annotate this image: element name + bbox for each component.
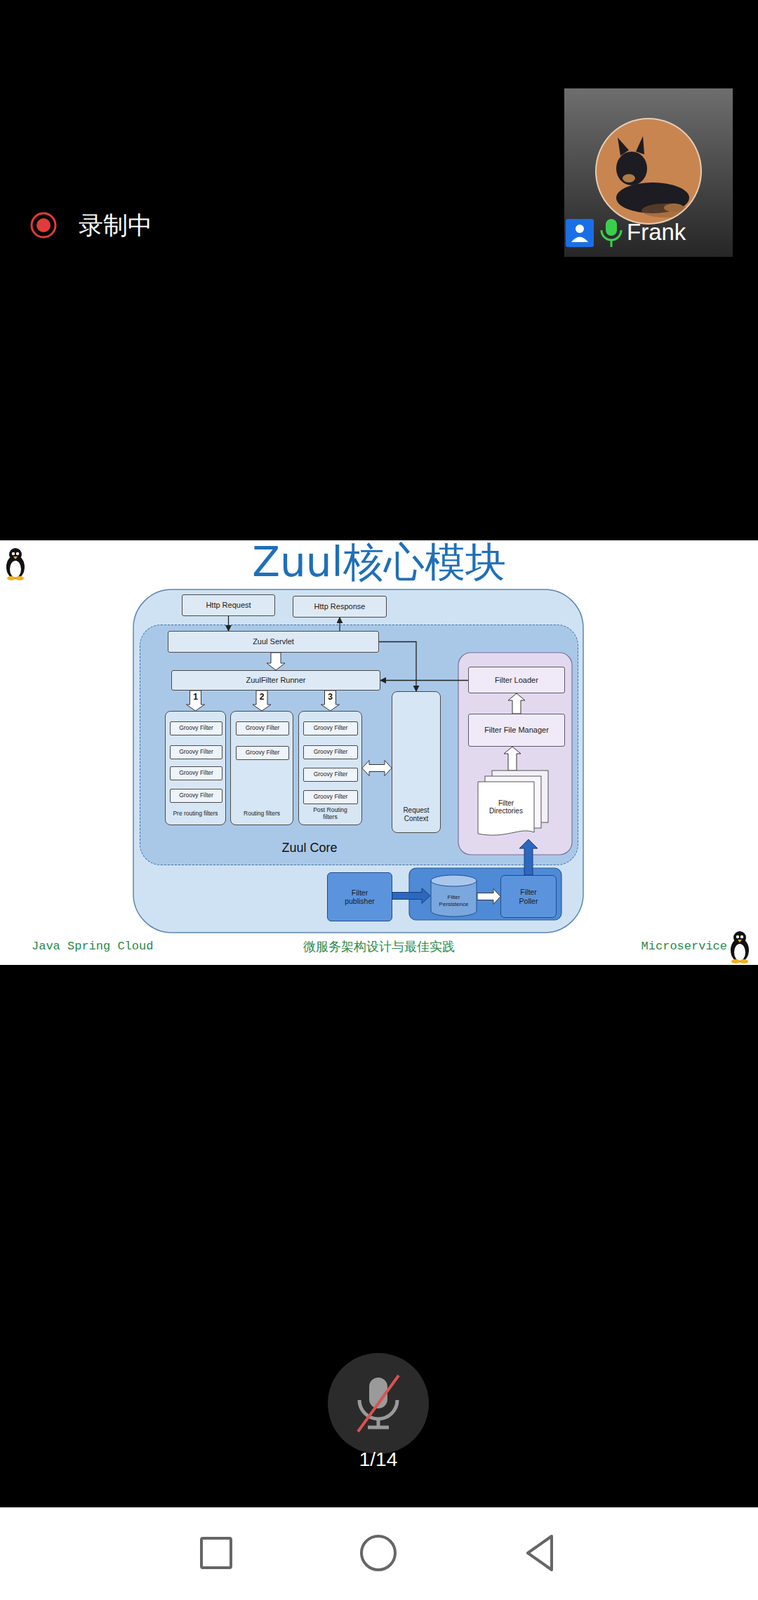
filter-column: Post Routing filtersGroovy FilterGroovy … (298, 710, 363, 826)
node-text: Groovy Filter (178, 769, 214, 777)
node-text: Filter publisher (337, 888, 382, 906)
context-box: Request Context (391, 691, 441, 834)
core-region-fill (139, 624, 579, 866)
response-box: Http Response (292, 595, 387, 618)
back-icon (527, 1536, 552, 1571)
node-text: Filter Directories (482, 799, 530, 816)
filter-column: Routing filtersGroovy FilterGroovy Filte… (230, 710, 294, 826)
participant-tile (564, 88, 733, 257)
node-text: Groovy Filter (178, 725, 214, 733)
slide-background (0, 540, 758, 966)
groovy-filter-box: Groovy Filter (303, 721, 358, 736)
block-arrow (392, 888, 431, 904)
groovy-filter-box: Groovy Filter (235, 721, 290, 736)
servlet-box: Zuul Servlet (167, 630, 379, 653)
poller-box: Filter Poller (500, 875, 557, 919)
request-box: Http Request (181, 594, 276, 617)
manager-box: Filter File Manager (468, 713, 565, 747)
node-text: Groovy Filter (178, 748, 214, 756)
page-counter: 1/14 (359, 1449, 398, 1472)
flow-arrow (228, 616, 229, 631)
loader-box: Filter Loader (468, 666, 565, 694)
groovy-filter-box: Groovy Filter (169, 745, 223, 760)
groovy-filter-box: Groovy Filter (303, 745, 358, 760)
groovy-filter-box: Groovy Filter (169, 766, 223, 781)
block-arrow (252, 690, 271, 711)
groovy-filter-box: Groovy Filter (303, 790, 358, 805)
penguin-icon (730, 931, 749, 964)
node-text: Groovy Filter (313, 793, 349, 801)
node-text: Filter Poller (510, 887, 547, 905)
node-text: Groovy Filter (313, 771, 349, 779)
node-text: Groovy Filter (245, 725, 281, 733)
node-text: Filter File Manager (484, 725, 549, 735)
block-arrow (519, 839, 538, 876)
flow-arrow (380, 680, 469, 681)
footer-text: Java Spring Cloud (31, 940, 154, 954)
block-arrow (508, 693, 525, 714)
block-arrow (362, 760, 392, 777)
node-text: Http Request (205, 600, 251, 610)
outer-frame (133, 589, 584, 933)
node-text: Routing filters (243, 810, 281, 818)
callout-number: 3 (327, 692, 334, 702)
node-text: Zuul Core (281, 840, 337, 856)
participant-name: Frank (626, 219, 686, 245)
block-arrow (477, 889, 501, 905)
block-arrow (266, 652, 285, 671)
callout-number: 2 (258, 692, 266, 702)
slide-title: Zuul核心模块 (251, 540, 506, 586)
filter-column: Pre routing filtersGroovy FilterGroovy F… (164, 710, 226, 826)
filter-management-panel (458, 652, 573, 855)
footer-text: Microservice (641, 940, 728, 954)
mute-button (327, 1353, 429, 1455)
recording-status: 录制中 (78, 211, 153, 240)
node-text: Post Routing filters (307, 807, 354, 822)
node-text: Groovy Filter (313, 725, 349, 733)
node-text: ZuulFilter Runner (246, 675, 307, 686)
footer-text: 微服务架构设计与最佳实践 (303, 939, 455, 954)
groovy-filter-box: Groovy Filter (303, 767, 358, 782)
groovy-filter-box: Groovy Filter (169, 788, 223, 803)
node-text: Filter Loader (494, 675, 539, 686)
home-icon (361, 1536, 396, 1571)
block-arrow (503, 746, 521, 771)
node-text: Groovy Filter (313, 748, 349, 756)
directory-stack: Filter Directories (475, 770, 550, 840)
persistence-cylinder: Filter Persistence (430, 874, 478, 918)
publisher-box: Filter publisher (327, 872, 393, 922)
node-text: Groovy Filter (245, 749, 281, 757)
groovy-filter-box: Groovy Filter (169, 721, 223, 736)
penguin-icon (6, 548, 25, 581)
node-text: Pre routing filters (172, 810, 218, 818)
block-arrow (186, 690, 205, 711)
callout-number: 1 (192, 692, 199, 702)
node-text: Groovy Filter (178, 792, 214, 800)
runner-box: ZuulFilter Runner (171, 670, 381, 691)
filter-storage-panel (409, 868, 562, 921)
flow-arrow (379, 642, 417, 693)
block-arrow (321, 690, 340, 711)
node-text: Filter Persistence (435, 894, 472, 907)
node-text: Zuul Servlet (252, 637, 295, 647)
core-region: Zuul Core Zuul ServletZuulFilter RunnerPr… (139, 624, 579, 866)
navigation-bar (0, 1507, 758, 1600)
node-text: Http Response (314, 602, 366, 612)
groovy-filter-box: Groovy Filter (235, 746, 290, 761)
recent-apps-icon (201, 1538, 231, 1568)
recording-icon (31, 213, 56, 238)
node-text: Request Context (395, 806, 438, 823)
